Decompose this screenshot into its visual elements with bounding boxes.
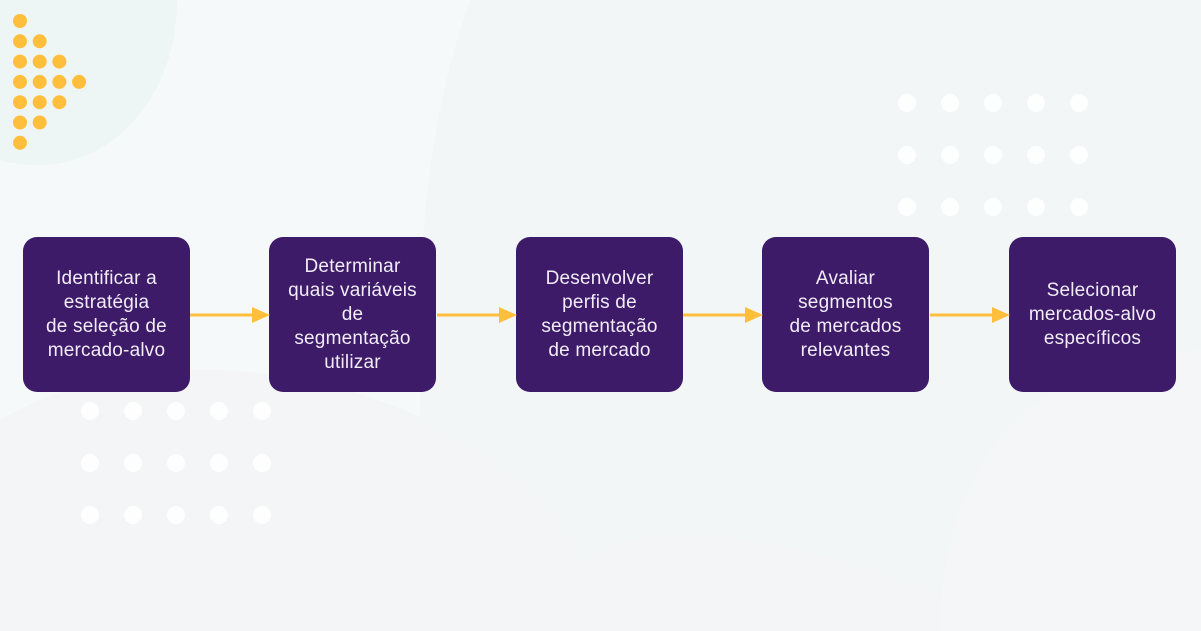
dot [210,402,228,420]
dot [984,198,1002,216]
dot [52,54,67,69]
step-1-box: Identificar a estratégia de seleção de m… [23,237,190,392]
dot [898,94,916,112]
dot [124,454,142,472]
dot [1027,146,1045,164]
dot [13,74,27,89]
dot [52,74,67,89]
dot-grid-decoration [81,94,1088,524]
dot [81,506,99,524]
dot [13,95,27,110]
dot [32,34,47,49]
dot [210,454,228,472]
dot [941,94,959,112]
step-2-label: Determinar quais variáveis de segmentaçã… [288,255,417,373]
dot [124,506,142,524]
step-3-box: Desenvolver perfis de segmentação de mer… [516,237,683,392]
step-5-label: Selecionar mercados-alvo específicos [1028,279,1157,349]
step-4-label: Avaliar segmentos de mercados relevantes [789,267,902,361]
step-2-box: Determinar quais variáveis de segmentaçã… [269,237,436,392]
dot [13,135,27,150]
dot [984,94,1002,112]
dot [210,506,228,524]
dot [32,74,47,89]
dot [81,454,99,472]
dot [13,54,27,69]
step-4-box: Avaliar segmentos de mercados relevantes [762,237,929,392]
dot [253,506,271,524]
dot [13,14,27,28]
step-5-box: Selecionar mercados-alvo específicos [1009,237,1176,392]
dot [13,34,27,49]
arrow-icon [683,307,763,323]
dot [984,146,1002,164]
dot [52,95,67,110]
dot [72,74,87,89]
dot [32,95,47,110]
arrow-icon [190,307,270,323]
dot [81,402,99,420]
dot [1070,198,1088,216]
step-1-label: Identificar a estratégia de seleção de m… [46,267,167,361]
dot [898,198,916,216]
dot [32,115,47,130]
dot [167,454,185,472]
dot [124,402,142,420]
dot [1070,146,1088,164]
dot [941,146,959,164]
dot [167,402,185,420]
dot [898,146,916,164]
dot-arrow-decoration [13,14,87,150]
dot [167,506,185,524]
dot [253,402,271,420]
step-3-label: Desenvolver perfis de segmentação de mer… [541,267,658,361]
dot [1070,94,1088,112]
dot [1027,198,1045,216]
dot [1027,94,1045,112]
arrow-icon [437,307,517,323]
dot [13,115,27,130]
dot [941,198,959,216]
dot [253,454,271,472]
dot [32,54,47,69]
arrow-icon [930,307,1010,323]
